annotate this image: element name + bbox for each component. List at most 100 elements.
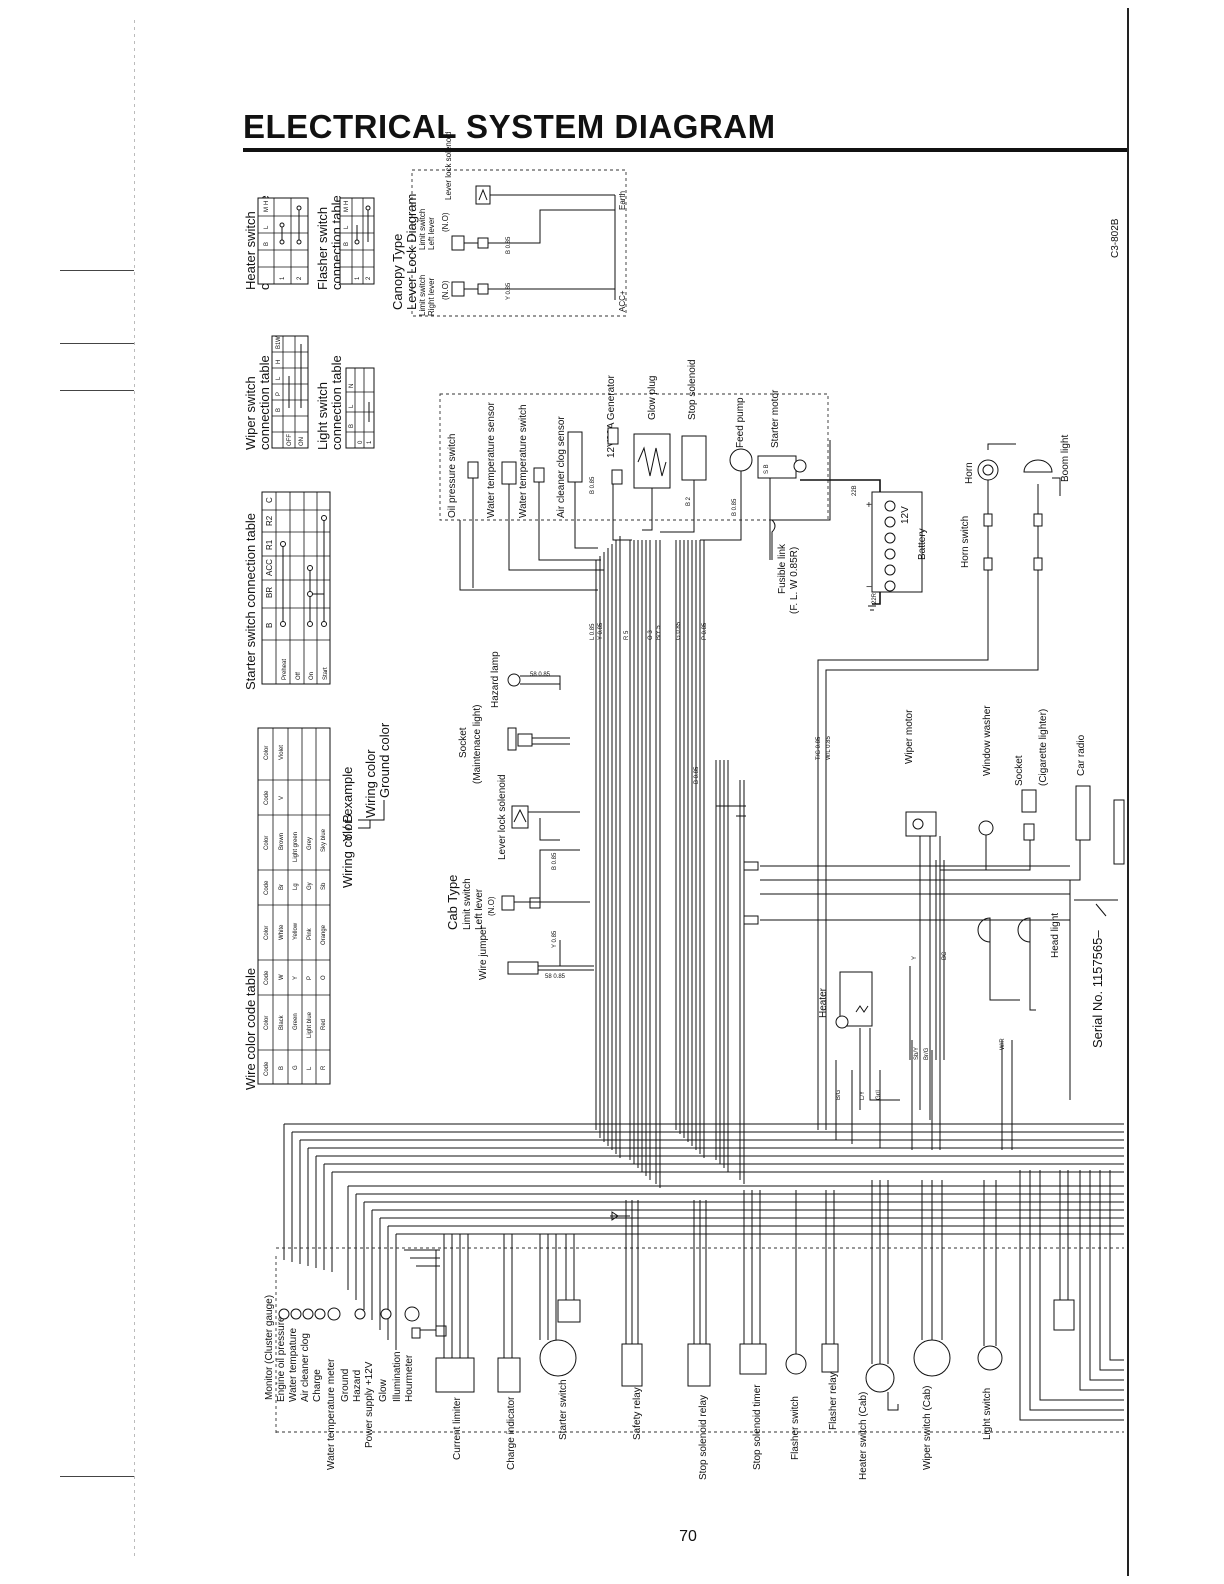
svg-text:Sb/Y: Sb/Y: [914, 1047, 920, 1060]
svg-text:BC: BC: [942, 951, 948, 960]
margin-tick: [60, 270, 134, 271]
wiper-switch-table: Wiper switch connection table B P L H B1…: [243, 335, 309, 450]
starter-switch-label: Starter switch: [558, 1379, 569, 1440]
cab-no-label: (N.O): [487, 896, 496, 916]
stop-solenoid-relay-label: Stop solenoid relay: [698, 1395, 709, 1480]
car-radio-label: Car radio: [1076, 734, 1087, 776]
starter-col-r2: R2: [265, 515, 274, 526]
flasher-switch-icon: [785, 1353, 807, 1375]
hazard-lamp-icon: [507, 673, 521, 687]
indicator-lamp-icon: [354, 1308, 366, 1320]
wiper-table-grid: [271, 335, 309, 449]
svg-text:W/L 0.85: W/L 0.85: [826, 736, 832, 760]
wiper-switch-icon: [913, 1339, 951, 1377]
heater-col-b: B: [264, 242, 270, 246]
starter-row-start: Start: [323, 667, 329, 680]
wiper-col-p: P: [276, 392, 282, 396]
canopy-lever-lock-diagram: Canopy Type Lever Lock Diagram Limit swi…: [390, 132, 627, 317]
starter-col-c: C: [265, 497, 274, 503]
wiper-switch-cab-label: Wiper switch (Cab): [922, 1386, 933, 1470]
wiper-row-on: ON: [299, 437, 305, 446]
wc-cell: Light blue: [307, 1011, 313, 1038]
drawing-code: C3-802B: [1110, 218, 1121, 258]
wc-cell: White: [279, 924, 285, 940]
feed-pump-icon: [729, 448, 753, 472]
water-temp-switch-icon: [533, 467, 545, 483]
wc-head-color-3: Color: [264, 836, 270, 850]
feed-pump-label: Feed pump: [735, 397, 746, 448]
wc-cell: Red: [321, 1019, 327, 1030]
wc-cell: G: [293, 1065, 299, 1070]
light-row-0: 0: [358, 440, 364, 444]
maintenance-socket-icon: [507, 727, 517, 751]
canopy-switch-right-icon: [451, 281, 465, 297]
canopy-right-lever: Right lever: [427, 277, 436, 316]
generator-icon: [607, 427, 619, 445]
canopy-earth: Earth: [618, 191, 627, 210]
current-limiter-label: Current limiter: [452, 1397, 463, 1460]
wc-head-color-1: Color: [264, 1016, 270, 1030]
wiper-motor-icon: [905, 811, 937, 837]
safety-relay-icon: [621, 1343, 643, 1387]
wc-cell: Y: [293, 976, 299, 980]
wiring-example-wiring-color: Wiring color: [363, 749, 378, 818]
wc-cell: Brown: [279, 833, 285, 850]
page-right-border: [1127, 8, 1129, 1576]
monitor-item-4: Water temperature meter: [326, 1358, 337, 1470]
wc-cell: P: [307, 976, 313, 980]
water-temp-sensor-icon: [501, 461, 517, 485]
starter-switch-table: Starter switch connection table B BR ACC…: [243, 491, 331, 690]
scan-margin-line: [134, 20, 135, 1560]
hazard-lamp-label: Hazard lamp: [490, 651, 501, 708]
right-components: Horn Boom light Horn switch Wiper motor …: [816, 435, 1125, 1120]
monitor-item-2: Air cleaner clog: [300, 1333, 311, 1402]
stop-solenoid-label: Stop solenoid: [687, 359, 698, 420]
wire-label-b5: B/Y 5: [656, 625, 662, 640]
wire-label-p085: P 0.85: [702, 622, 708, 640]
cab-left-lever-label: Left lever: [474, 888, 485, 930]
canopy-title-2: Lever Lock Diagram: [404, 194, 419, 310]
window-washer-icon: [978, 820, 994, 836]
monitor-item-7: Power supply +12V: [364, 1361, 375, 1448]
canopy-no-right: (N.O): [441, 280, 450, 300]
starter-switch-table-title: Starter switch connection table: [243, 513, 258, 690]
wire-label-y085: Y 0.85: [598, 622, 604, 640]
canopy-acc: ACC+: [618, 290, 627, 312]
monitor-item-9: Illumination: [392, 1351, 403, 1402]
svg-text:Y 0.85: Y 0.85: [506, 282, 512, 300]
main-harness: L 0.85 Y 0.85 R 5 O 3 B/Y 5 G 0.85 P 0.8…: [459, 520, 1070, 1188]
heater-col-l: L: [264, 225, 270, 229]
heater-switch-icon: [865, 1363, 895, 1393]
monitor-cluster-gauge: Monitor (Cluster gauge) Engine oil press…: [264, 1256, 447, 1470]
flasher-col-b: B: [344, 242, 350, 246]
glow-plug-label: Glow plug: [647, 376, 658, 420]
light-switch-table-title-1: Light switch: [315, 382, 330, 450]
wc-head-code-2: Code: [264, 970, 270, 985]
starter-col-b: B: [265, 623, 274, 628]
monitor-item-10: Hourmeter: [404, 1354, 415, 1402]
heater-row-1: 1: [280, 276, 286, 280]
monitor-item-8: Glow: [378, 1378, 389, 1402]
indicator-lamp-icon: [278, 1308, 290, 1320]
cab-limit-switch-icon: [501, 895, 515, 911]
starter-col-acc: ACC: [265, 559, 274, 576]
air-cleaner-sensor-icon: [567, 431, 583, 483]
safety-relay-label: Safety relay: [632, 1387, 643, 1440]
wire-label-g085: G 0.85: [676, 621, 682, 640]
heater-switch-table-title-1: Heater switch: [243, 211, 258, 290]
monitor-item-0: Engine oil pressure: [276, 1316, 287, 1402]
margin-tick: [60, 390, 134, 391]
wiper-col-h: H: [276, 360, 282, 364]
fusible-link-icon: [771, 519, 776, 560]
head-light-label: Head light: [1050, 913, 1061, 958]
generator-regulator-icon: [611, 469, 623, 485]
wc-cell: W: [279, 974, 285, 980]
wc-cell: Lg: [293, 883, 299, 890]
svg-text:B/G: B/G: [836, 1089, 842, 1100]
horn-label: Horn: [964, 462, 975, 484]
serial-number: Serial No. 1157565–: [1090, 930, 1105, 1048]
wc-cell: Pink: [307, 927, 313, 940]
wc-cell: Green: [293, 1013, 299, 1030]
canopy-left-lever: Left lever: [427, 217, 436, 250]
